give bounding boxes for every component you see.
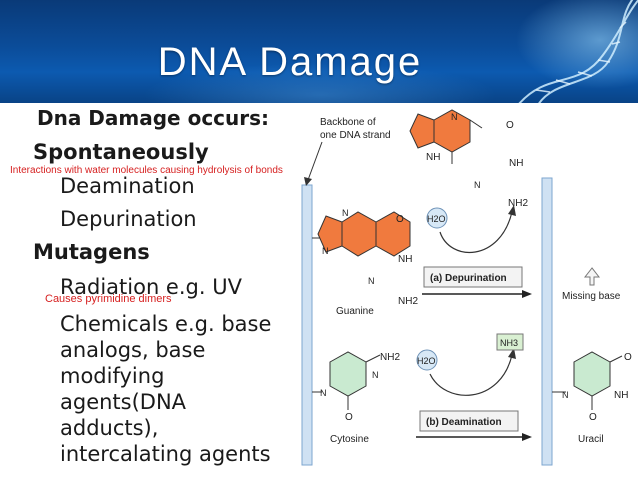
item-chemicals-line-2: analogs, base	[60, 338, 206, 362]
cytosine-atom-n-1: N	[372, 370, 379, 380]
title-banner: DNA Damage	[0, 0, 638, 103]
depurination-curve-arrow	[439, 211, 513, 254]
deamination-curve-arrowhead	[508, 348, 516, 359]
item-radiation: Radiation e.g. UV	[60, 275, 242, 299]
released-guanine	[409, 109, 483, 164]
guanine-atom-n-1: N	[342, 208, 349, 218]
up-arrow-icon	[583, 267, 601, 286]
item-chemicals-line-1: Chemicals e.g. base	[60, 312, 272, 336]
banner-glow	[0, 0, 638, 103]
cytosine-atom-o: O	[345, 412, 353, 423]
uracil-atom-nh: NH	[614, 390, 628, 401]
top-atom-n-2: N	[474, 180, 481, 190]
depurination-curve-arrowhead	[508, 205, 516, 216]
cytosine-structure	[312, 351, 381, 410]
item-chemicals-line-4: agents(DNA	[60, 390, 187, 414]
guanine-atom-o: O	[396, 214, 404, 225]
item-chemicals-line-3: modifying	[60, 364, 165, 388]
deamination-label-box	[419, 410, 519, 432]
slide-title: DNA Damage	[157, 40, 423, 84]
uracil-atom-o-1: O	[624, 352, 632, 363]
item-chemicals-line-5: adducts),	[60, 416, 159, 440]
guanine-atom-nh2: NH2	[398, 296, 418, 307]
guanine-atom-n-2: N	[322, 246, 329, 256]
nh3-box	[496, 333, 524, 351]
water-circle-2	[416, 349, 438, 371]
depurination-arrowhead	[522, 290, 532, 298]
uracil-atom-n: N	[562, 390, 569, 400]
water-label-2: H2O	[417, 356, 436, 366]
backbone-right	[541, 177, 553, 466]
water-circle-1	[426, 207, 448, 229]
water-label-1: H2O	[427, 214, 446, 224]
dna-helix-icon	[518, 0, 638, 103]
deamination-curve-arrow	[429, 354, 513, 396]
uracil-structure	[552, 351, 623, 410]
spontaneous-note: Interactions with water molecules causin…	[10, 165, 283, 176]
item-chemicals-line-6: intercalating agents	[60, 442, 271, 466]
nh3-label: NH3	[500, 338, 518, 348]
guanine-atom-n-3: N	[368, 276, 375, 286]
deamination-arrowhead	[522, 433, 532, 441]
depurination-label-box	[423, 266, 523, 288]
top-atom-nh-left: NH	[426, 152, 440, 163]
guanine-atom-nh: NH	[398, 254, 412, 265]
heading-spontaneously: Spontaneously	[33, 140, 209, 164]
cytosine-label: Cytosine	[330, 434, 369, 445]
top-atom-nh-right: NH	[509, 158, 523, 169]
radiation-note: Causes pyrimidine dimers	[45, 293, 172, 305]
backbone-label-line-2: one DNA strand	[320, 130, 391, 141]
backbone-pointer-arrowhead	[304, 177, 312, 186]
missing-base-label: Missing base	[562, 291, 621, 302]
cytosine-atom-n-2: N	[320, 388, 327, 398]
backbone-left	[301, 184, 313, 466]
top-atom-o: O	[506, 120, 514, 131]
backbone-label-line-1: Backbone of	[320, 117, 376, 128]
item-deamination: Deamination	[60, 174, 195, 198]
guanine-label: Guanine	[336, 306, 374, 317]
depurination-label: (a) Depurination	[430, 273, 507, 284]
top-atom-nh2: NH2	[508, 198, 528, 209]
uracil-label: Uracil	[578, 434, 604, 445]
backbone-pointer	[307, 141, 323, 181]
deamination-label: (b) Deamination	[426, 417, 502, 428]
top-atom-n-1: N	[451, 112, 458, 122]
heading-dna-damage-occurs: Dna Damage occurs:	[37, 106, 270, 130]
heading-mutagens: Mutagens	[33, 240, 150, 264]
uracil-atom-o-2: O	[589, 412, 597, 423]
cytosine-atom-nh2: NH2	[380, 352, 400, 363]
guanine-structure	[312, 211, 411, 257]
item-depurination: Depurination	[60, 207, 197, 231]
